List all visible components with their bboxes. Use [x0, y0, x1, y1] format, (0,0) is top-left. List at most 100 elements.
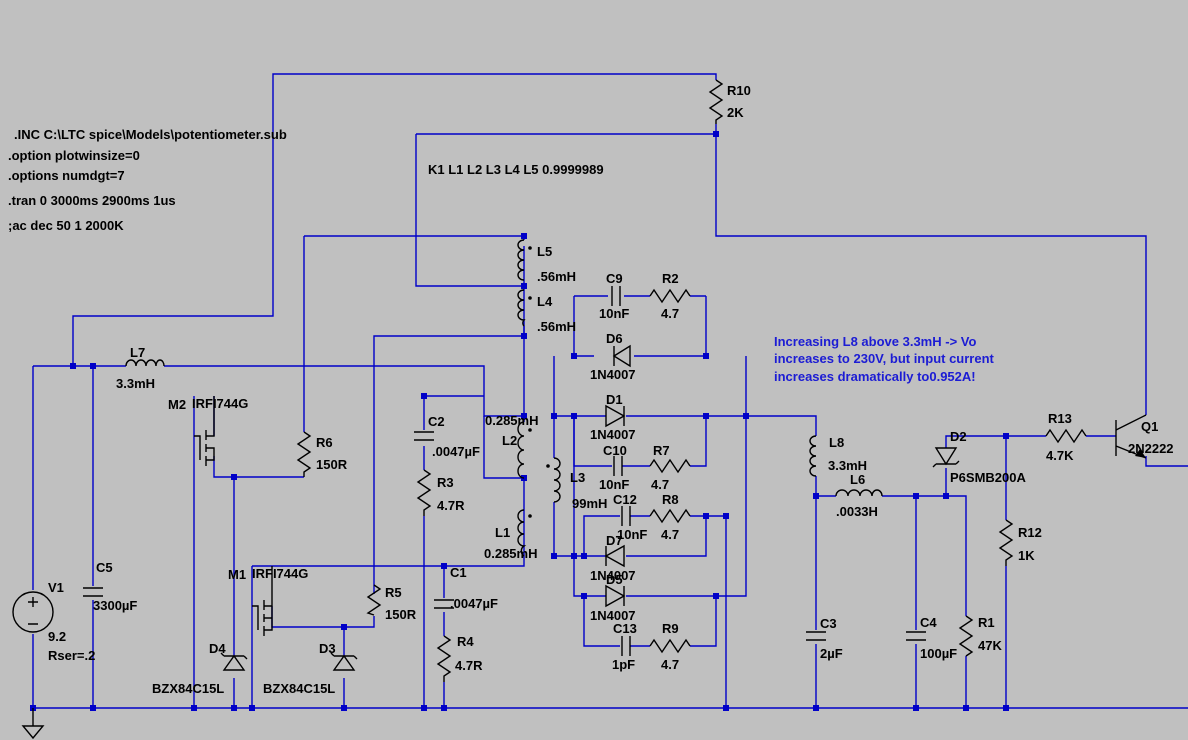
- label-l2-name: L2: [502, 433, 517, 448]
- label-r9-name: R9: [662, 621, 679, 636]
- label-c1-value: .0047µF: [450, 596, 498, 611]
- label-r8-name: R8: [662, 492, 679, 507]
- label-d3-value: BZX84C15L: [263, 681, 335, 696]
- voltage-source-v1: [12, 591, 54, 633]
- label-m2-name: M2: [168, 397, 186, 412]
- junction-dot: [551, 413, 557, 419]
- junction-dot: [551, 553, 557, 559]
- junction-dot: [703, 513, 709, 519]
- transistor-q1: [1115, 414, 1147, 459]
- label-r10-name: R10: [727, 83, 751, 98]
- diode-d6: [612, 344, 631, 368]
- label-d3-name: D3: [319, 641, 336, 656]
- label-l3-name: L3: [570, 470, 585, 485]
- label-l2-value: 0.285mH: [485, 413, 538, 428]
- label-l3-value: 99mH: [572, 496, 607, 511]
- resistor-r9: [649, 638, 691, 654]
- label-r2-name: R2: [662, 271, 679, 286]
- directive-coupling: K1 L1 L2 L3 L4 L5 0.9999989: [428, 162, 604, 177]
- junction-dots: [30, 131, 1009, 711]
- junction-dot: [581, 593, 587, 599]
- label-m1-value: IRFI744G: [252, 566, 308, 581]
- junction-dot: [723, 513, 729, 519]
- label-r12-value: 1K: [1018, 548, 1035, 563]
- label-r12-name: R12: [1018, 525, 1042, 540]
- label-r5-name: R5: [385, 585, 402, 600]
- junction-dot: [571, 413, 577, 419]
- directive-ac: ;ac dec 50 1 2000K: [8, 218, 124, 233]
- zener-d2: [932, 447, 960, 468]
- resistor-r8: [649, 508, 691, 524]
- junction-dot: [571, 353, 577, 359]
- inductor-l2: [517, 421, 525, 479]
- note-line-2: increases to 230V, but input current: [774, 351, 995, 366]
- label-c12-name: C12: [613, 492, 637, 507]
- label-d2-name: D2: [950, 429, 967, 444]
- capacitor-c9: [611, 286, 621, 306]
- label-c12-value: 10nF: [617, 527, 647, 542]
- label-l7-name: L7: [130, 345, 145, 360]
- junction-dot: [341, 705, 347, 711]
- junction-dot: [1003, 433, 1009, 439]
- label-r13-name: R13: [1048, 411, 1072, 426]
- label-l5-value: .56mH: [537, 269, 576, 284]
- label-l8-name: L8: [829, 435, 844, 450]
- label-d2-value: P6SMB200A: [950, 470, 1026, 485]
- directive-numdgt: .options numdgt=7: [8, 168, 125, 183]
- junction-dot: [963, 705, 969, 711]
- label-l4-name: L4: [537, 294, 553, 309]
- annotation-note: Increasing L8 above 3.3mH -> Vo increase…: [774, 334, 995, 384]
- label-c13-value: 1pF: [612, 657, 635, 672]
- junction-dot: [191, 705, 197, 711]
- junction-dot: [441, 563, 447, 569]
- label-d4-name: D4: [209, 641, 226, 656]
- directive-tran: .tran 0 3000ms 2900ms 1us: [8, 193, 176, 208]
- capacitor-c12: [621, 506, 631, 526]
- label-r8-value: 4.7: [661, 527, 679, 542]
- label-l5-name: L5: [537, 244, 552, 259]
- junction-dot: [90, 705, 96, 711]
- diode-d1: [605, 404, 626, 428]
- junction-dot: [1003, 705, 1009, 711]
- label-r4-name: R4: [457, 634, 474, 649]
- resistor-r1: [958, 615, 974, 657]
- label-l6-value: .0033H: [836, 504, 878, 519]
- junction-dot: [913, 493, 919, 499]
- junction-dot: [943, 493, 949, 499]
- label-r10-value: 2K: [727, 105, 744, 120]
- label-c10-value: 10nF: [599, 477, 629, 492]
- label-v1-name: V1: [48, 580, 64, 595]
- resistor-r2: [649, 288, 691, 304]
- label-r1-name: R1: [978, 615, 995, 630]
- label-d1-name: D1: [606, 392, 623, 407]
- label-m2-value: IRFI744G: [192, 396, 248, 411]
- diode-d5: [605, 584, 626, 608]
- junction-dot: [521, 333, 527, 339]
- label-r7-value: 4.7: [651, 477, 669, 492]
- inductor-l3: [553, 457, 561, 503]
- label-c4-value: 100µF: [920, 646, 957, 661]
- note-line-3: increases dramatically to0.952A!: [774, 369, 976, 384]
- label-d6-value: 1N4007: [590, 367, 636, 382]
- label-r13-value: 4.7K: [1046, 448, 1074, 463]
- capacitor-c5: [83, 587, 103, 597]
- label-r9-value: 4.7: [661, 657, 679, 672]
- inductor-l7: [125, 359, 165, 367]
- junction-dot: [231, 705, 237, 711]
- directive-include: .INC C:\LTC spice\Models\potentiometer.s…: [14, 127, 287, 142]
- label-r2-value: 4.7: [661, 306, 679, 321]
- label-c5-value: 3300µF: [93, 598, 137, 613]
- capacitor-c2: [414, 431, 434, 441]
- label-r6-value: 150R: [316, 457, 348, 472]
- junction-dot: [703, 353, 709, 359]
- label-r6-name: R6: [316, 435, 333, 450]
- inductor-l8: [809, 435, 817, 477]
- junction-dot: [521, 233, 527, 239]
- inductor-l6: [835, 489, 883, 497]
- capacitor-c10: [613, 456, 623, 476]
- resistor-r5: [366, 584, 382, 616]
- capacitor-c13: [621, 636, 631, 656]
- label-d1-value: 1N4007: [590, 427, 636, 442]
- label-c9-name: C9: [606, 271, 623, 286]
